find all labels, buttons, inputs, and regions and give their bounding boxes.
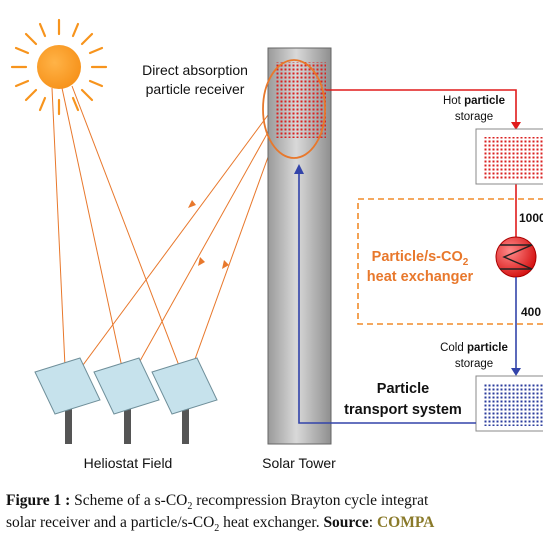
cold-storage-label-2: storage xyxy=(455,358,493,370)
hot-storage-label-2: storage xyxy=(455,111,493,123)
receiver-label-2: particle receiver xyxy=(146,81,245,97)
caption-line-1: Figure 1 : Scheme of a s-CO2 recompressi… xyxy=(6,492,429,513)
temp-hot-label: 1000 xyxy=(519,211,543,225)
solar-tower-label: Solar Tower xyxy=(262,455,336,471)
hx-label-1: Particle/s-CO2 xyxy=(372,249,469,268)
receiver-highlight-ellipse xyxy=(262,59,326,159)
hx-label-2: heat exchanger xyxy=(367,269,474,285)
transport-label-1: Particle xyxy=(377,381,429,397)
particle-receiver xyxy=(276,62,326,138)
ray-arrowheads xyxy=(188,200,229,269)
figure-number: Figure 1 : xyxy=(6,492,71,509)
hot-storage-label-1: Hot particle xyxy=(443,95,505,107)
transport-arrowhead xyxy=(294,164,304,174)
receiver-label-1: Direct absorption xyxy=(142,62,248,78)
cold-storage-label-1: Cold particle xyxy=(440,342,508,354)
incoming-rays xyxy=(51,85,187,389)
temp-cold-label: 400 xyxy=(521,305,541,319)
sun-icon xyxy=(10,18,108,116)
hot-pipe-arrowhead xyxy=(511,122,521,130)
cold-pipe-arrowhead xyxy=(511,368,521,376)
heat-exchanger-region xyxy=(357,198,543,325)
source-link[interactable]: COMPA xyxy=(376,514,435,531)
source-label: Source xyxy=(323,514,369,531)
heat-exchanger-icon xyxy=(495,236,537,278)
transport-line xyxy=(298,172,476,424)
cold-storage-particles xyxy=(484,384,543,426)
hot-pipe xyxy=(326,89,517,238)
heliostat-3 xyxy=(151,357,218,444)
transport-label-2: transport system xyxy=(344,402,462,418)
heliostat-field-label: Heliostat Field xyxy=(84,455,173,471)
caption-line-2: solar receiver and a particle/s-CO2 heat… xyxy=(6,514,435,535)
hot-storage-particles xyxy=(484,137,543,179)
reflected-rays xyxy=(65,114,277,389)
heliostat-2 xyxy=(93,357,160,444)
heliostat-1 xyxy=(34,357,101,444)
